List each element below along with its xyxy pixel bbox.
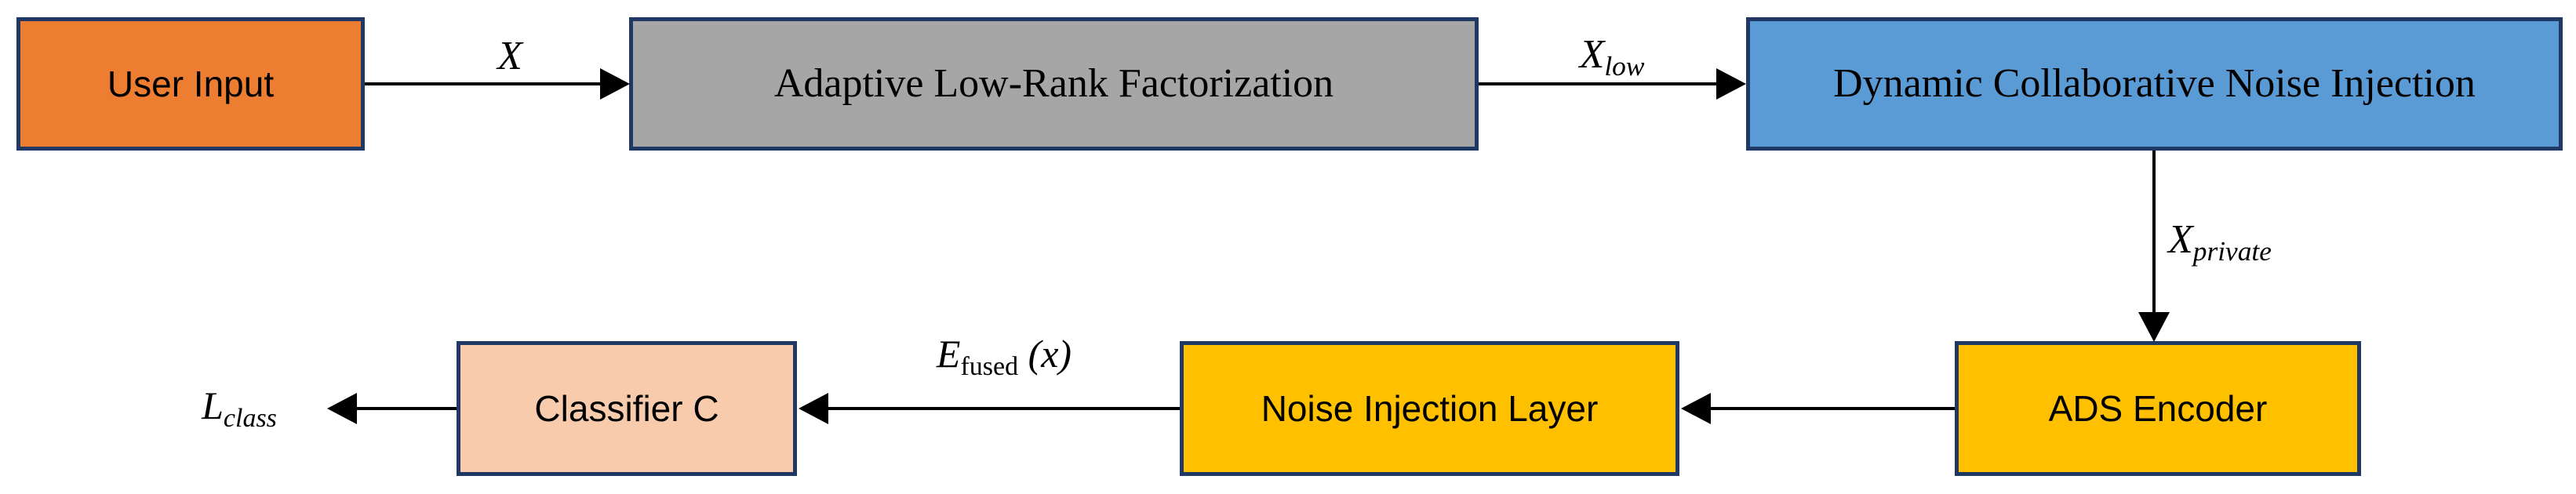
- node-classifier-c: Classifier C: [457, 341, 797, 476]
- edge-label-e-fused: Efused (x): [936, 332, 1072, 381]
- node-dynamic-collaborative-noise-injection-label: Dynamic Collaborative Noise Injection: [1833, 61, 2476, 106]
- node-adaptive-low-rank-factorization-label: Adaptive Low-Rank Factorization: [773, 61, 1334, 106]
- edge-label-x: X: [497, 34, 522, 78]
- node-classifier-c-label: Classifier C: [534, 388, 719, 429]
- arrow-classifier-to-output-head-icon: [327, 393, 357, 424]
- node-noise-injection-layer: Noise Injection Layer: [1180, 341, 1679, 476]
- node-ads-encoder-label: ADS Encoder: [2048, 388, 2268, 429]
- arrow-nil-to-classifier-head-icon: [799, 393, 828, 424]
- node-user-input-label: User Input: [107, 64, 275, 104]
- arrow-user-to-alrf-head-icon: [600, 68, 630, 100]
- arrow-classifier-to-output-line: [357, 407, 457, 410]
- node-user-input: User Input: [16, 17, 365, 151]
- node-noise-injection-layer-label: Noise Injection Layer: [1261, 388, 1599, 429]
- arrow-ads-to-nil-line: [1710, 407, 1955, 410]
- arrow-ads-to-nil-head-icon: [1681, 393, 1711, 424]
- arrow-dcni-to-ads-head-icon: [2138, 312, 2170, 342]
- arrow-user-to-alrf-line: [365, 82, 603, 85]
- arrow-dcni-to-ads-line: [2152, 151, 2156, 315]
- edge-label-x-private: Xprivate: [2168, 217, 2272, 267]
- output-label-l-class: Lclass: [202, 383, 277, 433]
- node-ads-encoder: ADS Encoder: [1955, 341, 2361, 476]
- node-dynamic-collaborative-noise-injection: Dynamic Collaborative Noise Injection: [1746, 17, 2563, 151]
- edge-label-x-low: Xlow: [1579, 32, 1645, 82]
- node-adaptive-low-rank-factorization: Adaptive Low-Rank Factorization: [629, 17, 1479, 151]
- arrow-alrf-to-dcni-line: [1479, 82, 1719, 85]
- arrow-alrf-to-dcni-head-icon: [1716, 68, 1746, 100]
- arrow-nil-to-classifier-line: [828, 407, 1180, 410]
